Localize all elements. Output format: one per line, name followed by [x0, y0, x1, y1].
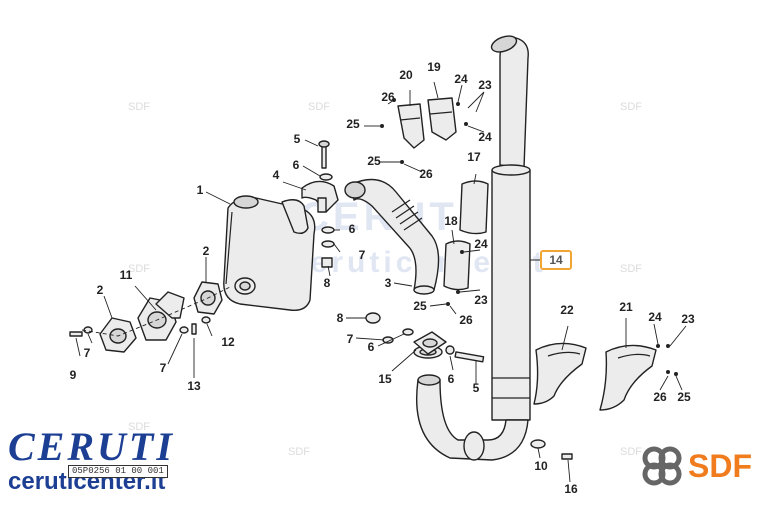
part-label-18: 18 [444, 214, 458, 228]
part-label-15: 15 [378, 372, 392, 386]
highlight-box-14 [540, 250, 572, 270]
flange-11 [137, 291, 185, 341]
part-label-26a: 26 [381, 90, 395, 104]
part-label-8b: 8 [337, 311, 344, 325]
part-label-11: 11 [120, 268, 133, 282]
watermark-text: SDF [128, 421, 150, 433]
part-label-14: 14 [549, 253, 563, 267]
flange-15 [413, 331, 447, 355]
part-label-3: 3 [385, 276, 392, 290]
part-label-16: 16 [564, 482, 578, 496]
clamp-4 [301, 180, 339, 213]
watermark-text: SDF [620, 263, 642, 275]
part-label-6b: 6 [349, 222, 356, 236]
sdf-branding: SDF [640, 444, 780, 494]
watermark-text: SDF [128, 101, 150, 113]
part-label-4: 4 [273, 168, 280, 182]
part-label-2b: 2 [203, 244, 210, 258]
bracket-19 [427, 97, 457, 141]
part-label-2a: 2 [97, 283, 104, 297]
part-label-25b: 25 [367, 154, 381, 168]
part-label-25d: 25 [677, 390, 691, 404]
watermark-text: SDF [288, 446, 310, 458]
part-label-24b: 24 [478, 130, 492, 144]
part-label-1: 1 [197, 183, 204, 197]
part-label-12: 12 [221, 335, 235, 349]
sdf-logo-text: SDF [688, 448, 752, 484]
part-label-8a: 8 [324, 276, 331, 290]
part-label-7c: 7 [160, 361, 167, 375]
leader-lines [75, 81, 687, 483]
part-label-6c: 6 [368, 340, 375, 354]
shield-18 [443, 240, 471, 291]
bracket-20 [397, 103, 425, 149]
part-label-24c: 24 [474, 237, 488, 251]
watermark-text: SDF [128, 263, 150, 275]
part-label-6a: 6 [293, 158, 300, 172]
watermark-text: SDF [308, 101, 330, 113]
part-label-23a: 23 [478, 78, 492, 92]
part-label-20: 20 [399, 68, 413, 82]
part-label-17: 17 [467, 150, 481, 164]
watermark-text: SDF [620, 446, 642, 458]
muffler-1 [223, 195, 316, 311]
gasket-2-left [99, 317, 137, 353]
watermark-text: SDF [620, 101, 642, 113]
ceruti-branding: CERUTI ceruticenter.it 05P0256 01 00 001 [6, 425, 241, 515]
part-label-9: 9 [70, 368, 77, 382]
part-label-5b: 5 [473, 381, 480, 395]
part-label-26b: 26 [419, 167, 433, 181]
shield-17 [459, 180, 489, 235]
part-labels: 1 2 2 3 4 5 5 6 6 6 6 7 7 7 7 8 8 9 10 1… [70, 60, 695, 496]
part-label-23b: 23 [474, 293, 488, 307]
part-label-6d: 6 [448, 372, 455, 386]
part-label-21: 21 [619, 300, 633, 314]
guard-22 [533, 342, 587, 405]
small-hardware [319, 173, 573, 460]
exhaust-pipe-14 [490, 35, 531, 421]
part-label-23c: 23 [681, 312, 695, 326]
sdf-logo-icon [642, 446, 682, 486]
part-label-10: 10 [534, 459, 548, 473]
flex-elbow-pipe-3 [344, 178, 440, 295]
part-label-25a: 25 [346, 117, 360, 131]
part-label-5a: 5 [294, 132, 301, 146]
part-label-7a: 7 [359, 248, 366, 262]
assembly-axis [81, 285, 233, 337]
ceruti-logo: CERUTI [8, 424, 175, 469]
part-label-24d: 24 [648, 310, 662, 324]
part-label-19: 19 [427, 60, 441, 74]
part-label-24a: 24 [454, 72, 468, 86]
part-label-7b: 7 [84, 346, 91, 360]
drawing-code: 05P0256 01 00 001 [68, 465, 168, 478]
guard-21 [599, 344, 657, 411]
part-label-7d: 7 [347, 332, 354, 346]
part-label-25c: 25 [413, 299, 427, 313]
part-label-22: 22 [560, 303, 574, 317]
curved-lower-pipe [413, 345, 529, 461]
part-label-26c: 26 [459, 313, 473, 327]
part-label-26d: 26 [653, 390, 667, 404]
bolt-5-top [318, 140, 330, 169]
part-label-13: 13 [187, 379, 201, 393]
